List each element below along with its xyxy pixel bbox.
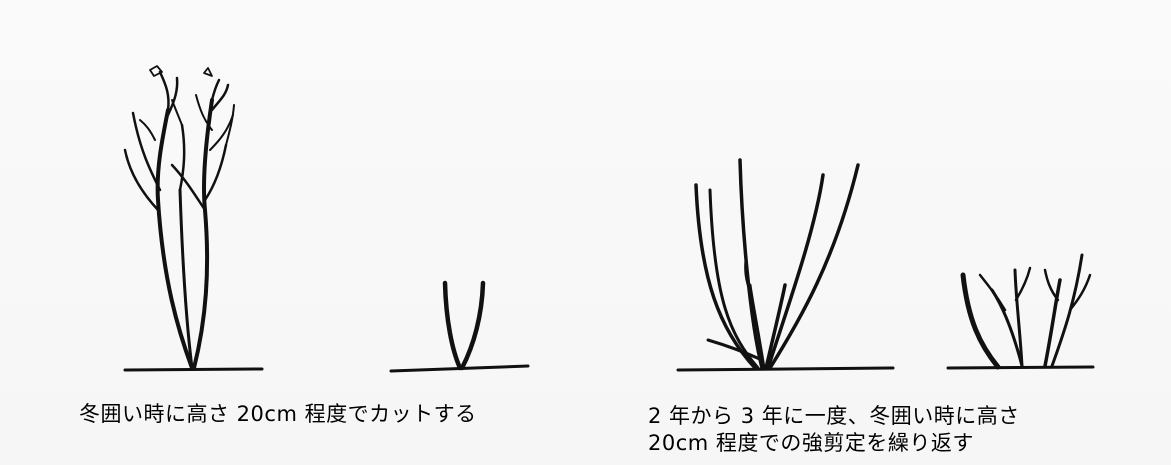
branch-14 bbox=[225, 104, 235, 146]
caption-annual-cut: 冬囲い時に高さ 20cm 程度でカットする bbox=[79, 401, 477, 428]
pruned-stem-9 bbox=[1068, 273, 1092, 312]
cane-9 bbox=[744, 258, 752, 292]
main-stem-right bbox=[192, 98, 214, 370]
branch-13 bbox=[171, 99, 183, 126]
branch-7 bbox=[203, 143, 228, 202]
main-stem-left bbox=[155, 108, 194, 370]
cane-6 bbox=[766, 173, 825, 370]
caption-hard-pruning: 2 年から 3 年に一度、冬囲い時に高さ 20cm 程度での強剪定を繰り返す bbox=[648, 403, 1020, 457]
pruned-stem-4 bbox=[978, 273, 1007, 312]
branch-8 bbox=[210, 78, 221, 102]
stub-right bbox=[459, 280, 486, 371]
caption-left-text: 冬囲い時に高さ 20cm 程度でカットする bbox=[79, 402, 477, 426]
flower-bud-2 bbox=[203, 67, 213, 77]
cane-2 bbox=[708, 188, 760, 370]
ground-line-3 bbox=[676, 366, 895, 372]
branch-2 bbox=[123, 148, 160, 212]
flower-bud-1 bbox=[149, 65, 163, 77]
cut-rose-sketch bbox=[389, 280, 530, 373]
branch-12 bbox=[139, 119, 156, 141]
pruned-stem-8 bbox=[1043, 268, 1060, 302]
stub-left bbox=[442, 280, 463, 371]
caption-right-line-1: 2 年から 3 年に一度、冬囲い時に高さ bbox=[648, 404, 1020, 428]
inner-stem bbox=[178, 188, 194, 370]
cane-8 bbox=[706, 338, 764, 362]
branch-5 bbox=[178, 123, 186, 192]
arching-rose-sketch bbox=[676, 158, 895, 372]
branch-6 bbox=[170, 163, 207, 212]
pruned-stem-1 bbox=[960, 272, 1001, 370]
branch-3 bbox=[158, 70, 170, 112]
pruned-stem-6 bbox=[1043, 278, 1062, 368]
tall-rose-sketch bbox=[123, 65, 264, 372]
ground-line-4 bbox=[946, 365, 1095, 370]
branch-9 bbox=[210, 83, 230, 112]
branch-11 bbox=[195, 94, 213, 131]
pruned-stem-5 bbox=[1014, 266, 1032, 302]
pruned-stem-7 bbox=[1050, 253, 1084, 368]
branch-4 bbox=[166, 76, 179, 117]
caption-right-line-2: 20cm 程度での強剪定を繰り返す bbox=[648, 431, 974, 455]
pruned-stem-3 bbox=[1013, 268, 1024, 368]
cane-5 bbox=[764, 283, 787, 370]
branch-1 bbox=[131, 111, 162, 192]
cane-7 bbox=[768, 163, 860, 370]
hard-pruned-rose-sketch bbox=[946, 253, 1095, 370]
